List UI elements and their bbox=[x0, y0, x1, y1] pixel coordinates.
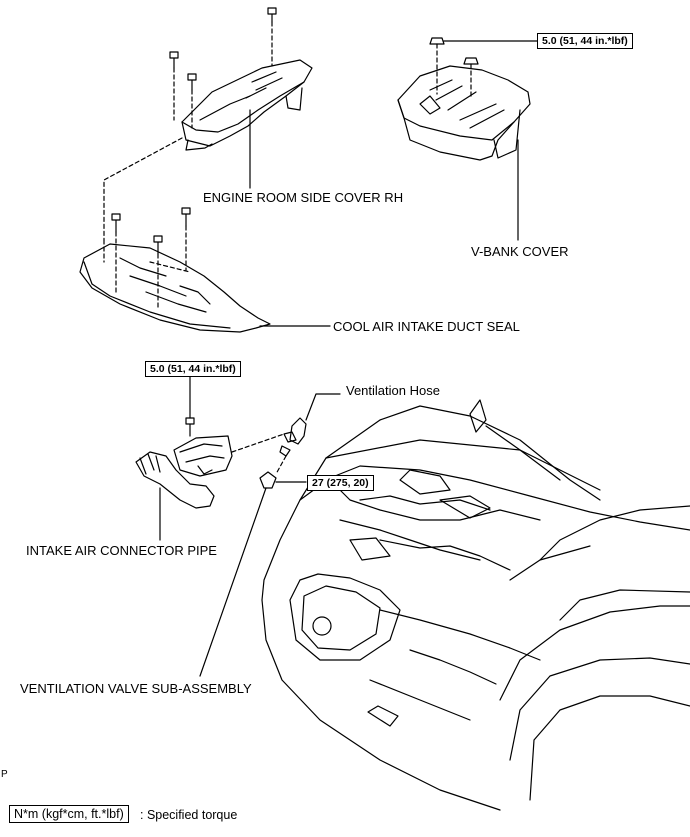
legend-description: : Specified torque bbox=[140, 808, 238, 822]
label-ventilation-valve-sub-assembly: VENTILATION VALVE SUB-ASSEMBLY bbox=[20, 681, 252, 696]
ventilation-hose-leader bbox=[305, 393, 341, 421]
label-intake-air-connector-pipe: INTAKE AIR CONNECTOR PIPE bbox=[26, 543, 217, 558]
label-ventilation-hose: Ventilation Hose bbox=[346, 383, 440, 398]
duct-seal-bolts bbox=[111, 207, 191, 255]
torque-v-bank-nut: 5.0 (51, 44 in.*lbf) bbox=[537, 33, 633, 49]
side-cover-dash-lines bbox=[103, 21, 273, 241]
duct-seal-dash-lines bbox=[103, 225, 191, 311]
ventilation-valve bbox=[259, 471, 277, 489]
vehicle-illustration bbox=[261, 399, 690, 811]
label-cool-air-intake-duct-seal: COOL AIR INTAKE DUCT SEAL bbox=[333, 319, 520, 334]
ventilation-valve-leader bbox=[199, 487, 267, 677]
connector-pipe-bolt bbox=[185, 417, 195, 437]
ventilation-hose bbox=[279, 417, 307, 457]
v-bank-nuts bbox=[429, 37, 479, 65]
v-bank-cover bbox=[397, 65, 531, 161]
v-bank-dash-lines bbox=[436, 43, 472, 97]
legend-unit-box: N*m (kgf*cm, ft.*lbf) bbox=[9, 805, 129, 823]
torque-connector-pipe-bolt: 5.0 (51, 44 in.*lbf) bbox=[145, 361, 241, 377]
torque-ventilation-valve: 27 (275, 20) bbox=[307, 475, 374, 491]
label-v-bank-cover: V-BANK COVER bbox=[471, 244, 569, 259]
figure-code: P bbox=[1, 769, 8, 780]
label-engine-room-side-cover-rh: ENGINE ROOM SIDE COVER RH bbox=[203, 190, 404, 205]
ventilation-dash-lines bbox=[231, 433, 287, 475]
intake-air-connector-pipe bbox=[135, 435, 233, 509]
side-cover-bolts bbox=[169, 7, 277, 91]
engine-room-side-cover-rh bbox=[181, 59, 313, 151]
cool-air-intake-duct-seal bbox=[79, 243, 271, 333]
